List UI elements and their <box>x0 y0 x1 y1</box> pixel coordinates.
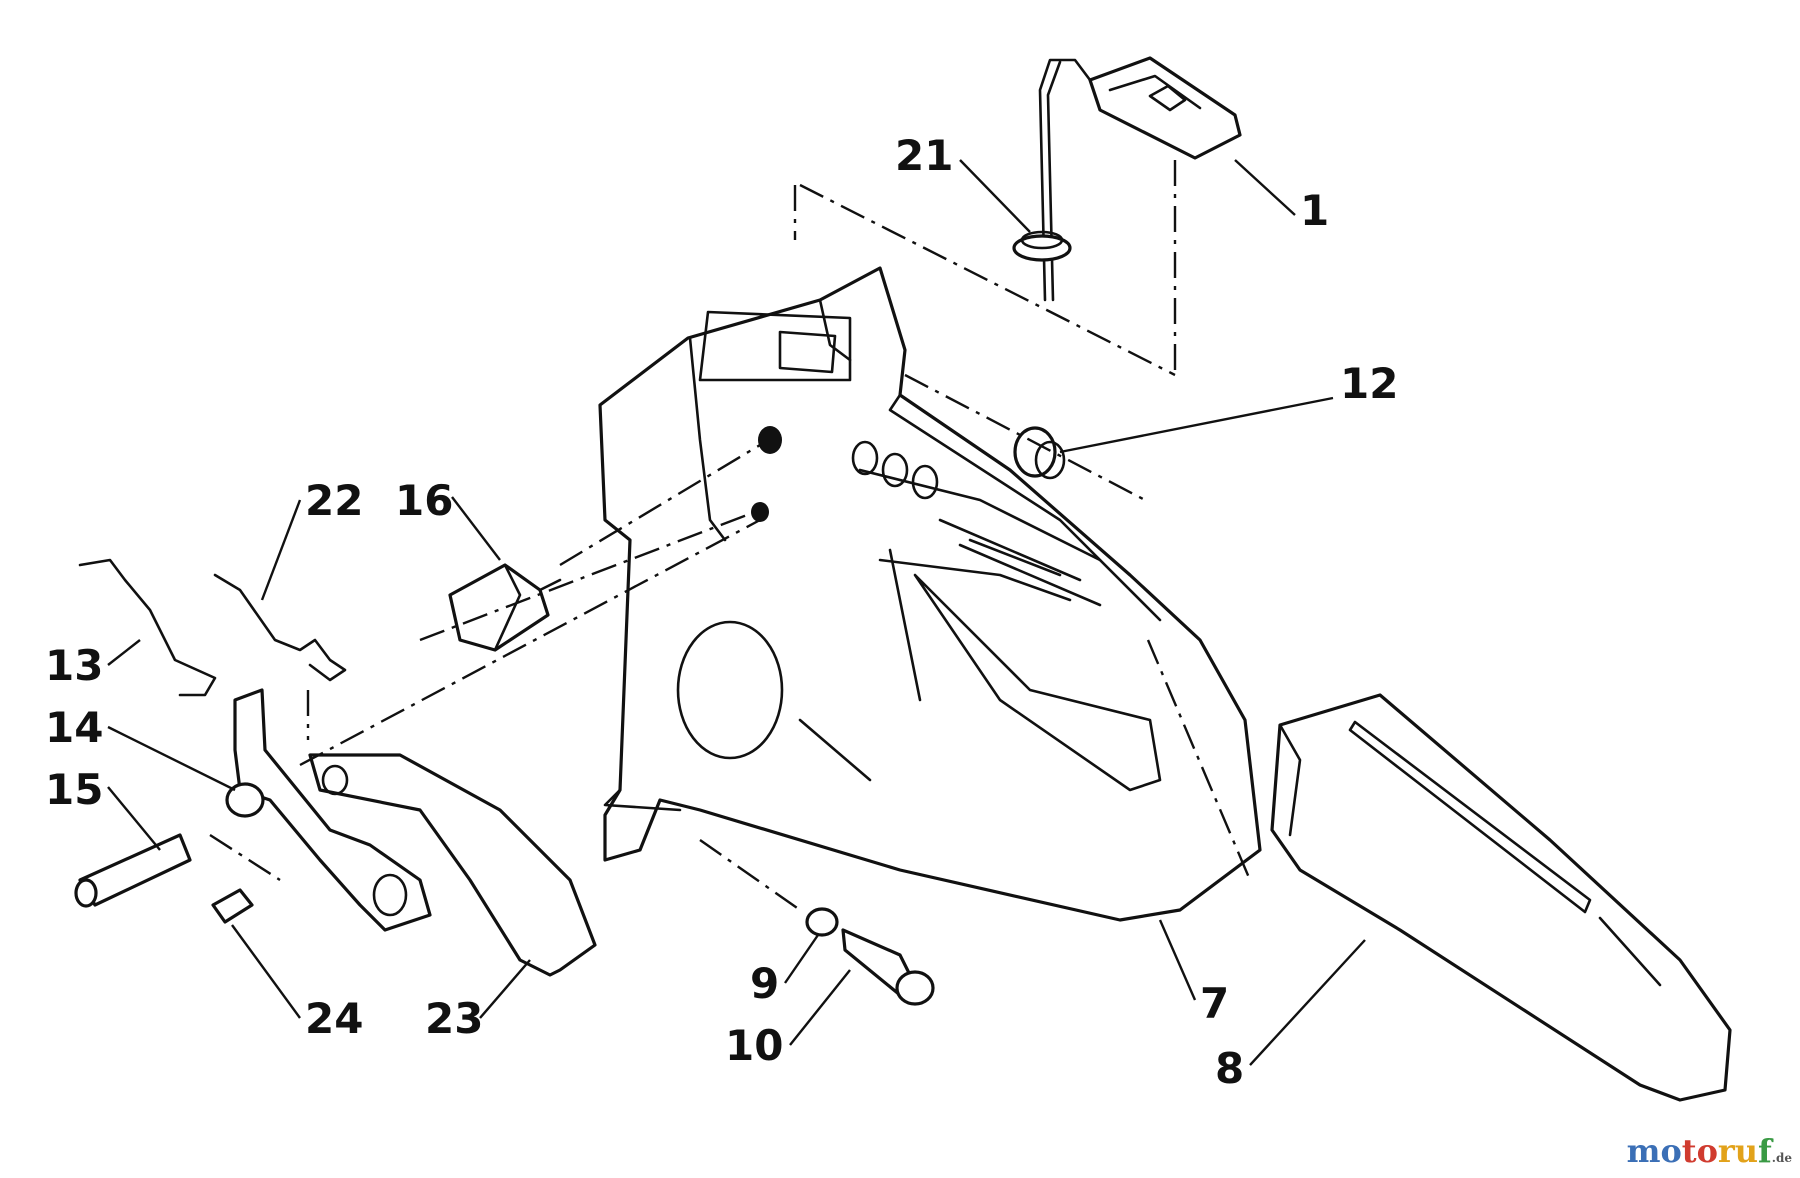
stop-switch <box>1038 56 1242 302</box>
callout-13: 13 <box>45 641 103 690</box>
bushing <box>1013 426 1066 480</box>
spring-13 <box>78 558 217 697</box>
spring-22 <box>213 573 347 682</box>
callout-7: 7 <box>1200 979 1229 1028</box>
pin-small <box>211 888 254 924</box>
leader-lines <box>107 159 1366 1066</box>
callout-23: 23 <box>425 994 483 1043</box>
assembly-lines <box>209 160 1252 911</box>
rear-handle-housing <box>598 266 1262 922</box>
trigger-lockout <box>308 753 597 977</box>
pin <box>74 833 192 908</box>
washer <box>805 907 839 937</box>
callout-21: 21 <box>895 131 953 180</box>
callout-16: 16 <box>395 476 453 525</box>
callout-10: 10 <box>725 1021 783 1070</box>
screw <box>841 928 935 1006</box>
callout-24: 24 <box>305 994 363 1043</box>
callout-22: 22 <box>305 476 363 525</box>
handle-cover <box>1270 693 1732 1102</box>
plug <box>448 563 562 652</box>
watermark-logo: motoruf.de <box>1626 1132 1792 1170</box>
callout-9: 9 <box>750 959 779 1008</box>
callout-15: 15 <box>45 765 103 814</box>
callout-1: 1 <box>1300 186 1329 235</box>
callout-8: 8 <box>1215 1044 1244 1093</box>
callout-labels: 1 7 8 9 10 12 13 14 15 16 21 22 23 24 <box>45 131 1398 1093</box>
callout-12: 12 <box>1340 359 1398 408</box>
throttle-trigger <box>225 688 432 932</box>
callout-14: 14 <box>45 703 103 752</box>
